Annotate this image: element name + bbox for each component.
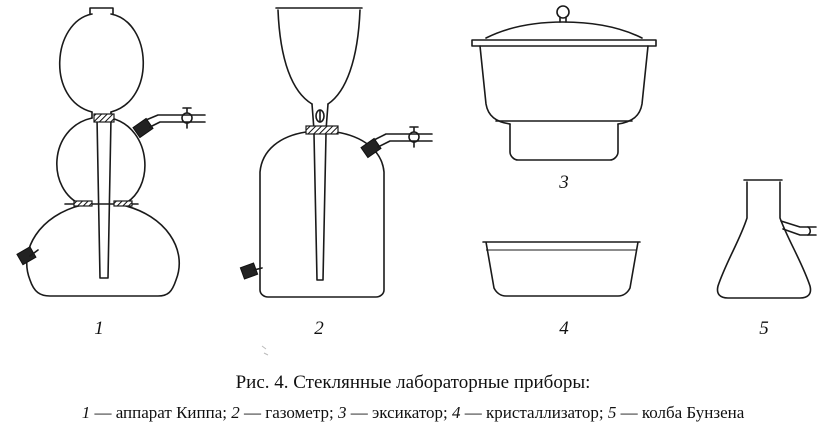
- figure-legend: 1 — аппарат Киппа; 2 — газометр; 3 — экс…: [0, 403, 826, 423]
- legend-text-5: — колба Бунзена: [616, 403, 745, 422]
- figure-number-5: 5: [759, 318, 769, 339]
- legend-number-4: 4: [452, 403, 461, 422]
- bunsen-flask-drawing: [716, 179, 817, 299]
- figure-caption: Рис. 4. Стеклянные лабораторные приборы:: [235, 372, 591, 393]
- legend-text-3: — эксикатор;: [346, 403, 453, 422]
- desiccator-drawing: [471, 5, 657, 161]
- legend-text-1: — аппарат Киппа;: [90, 403, 232, 422]
- legend-number-2: 2: [231, 403, 240, 422]
- faint-mark: [261, 345, 269, 356]
- figure-number-1: 1: [94, 318, 104, 339]
- legend-number-3: 3: [337, 403, 347, 422]
- legend-number-5: 5: [607, 403, 617, 422]
- figure-number-3: 3: [559, 172, 569, 193]
- figure-number-2: 2: [314, 318, 324, 339]
- legend-text-4: — кристаллизатор;: [460, 403, 608, 422]
- kipp-apparatus-drawing: [16, 7, 206, 297]
- crystallizer-drawing: [482, 241, 641, 297]
- legend-text-2: — газометр;: [239, 403, 338, 422]
- gasometer-drawing: [239, 7, 433, 298]
- legend-number-1: 1: [81, 403, 91, 422]
- figure-number-4: 4: [559, 318, 569, 339]
